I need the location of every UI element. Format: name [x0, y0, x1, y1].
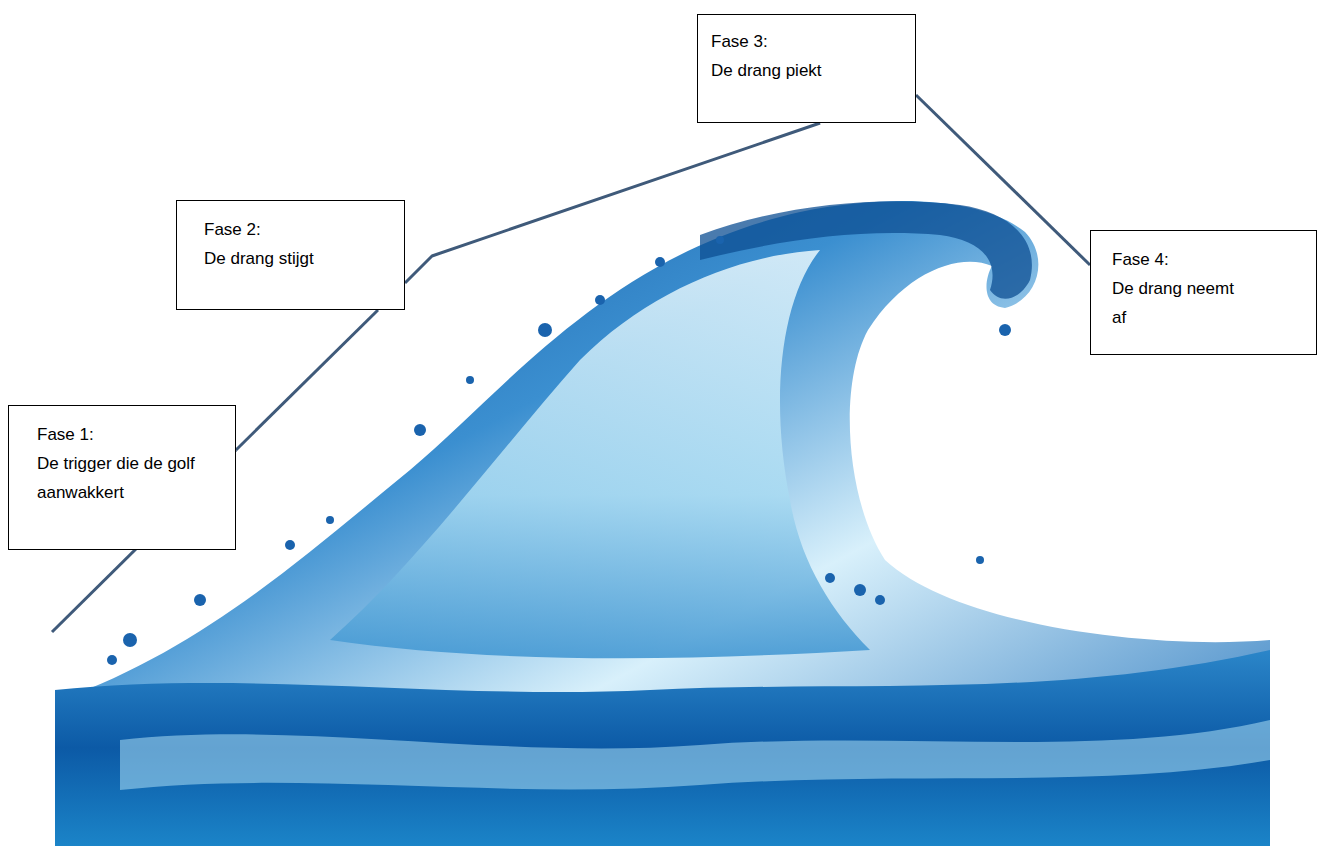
- phase-box: Fase 1:De trigger die de golf aanwakkert: [8, 405, 236, 550]
- wave-highlight: [330, 250, 870, 658]
- wave-line: [916, 95, 1090, 265]
- phase-heading: Fase 1:: [37, 420, 195, 449]
- wave-line: [236, 310, 378, 450]
- phase-heading: Fase 4:: [1112, 245, 1236, 274]
- water-surface-light: [120, 720, 1270, 790]
- phase-box: Fase 3:De drang piekt: [697, 14, 916, 123]
- phase-description: De drang neemt af: [1112, 274, 1236, 332]
- wave-crest: [700, 201, 1032, 298]
- phase-heading: Fase 3:: [711, 27, 905, 56]
- wave-line: [405, 123, 820, 283]
- phase-box: Fase 4:De drang neemt af: [1090, 230, 1317, 355]
- phase-description: De trigger die de golf aanwakkert: [37, 449, 195, 507]
- phase-box: Fase 2:De drang stijgt: [176, 200, 405, 310]
- phase-description: De drang piekt: [711, 56, 905, 85]
- phase-description: De drang stijgt: [204, 244, 384, 273]
- water-base: [55, 650, 1270, 846]
- phase-heading: Fase 2:: [204, 215, 384, 244]
